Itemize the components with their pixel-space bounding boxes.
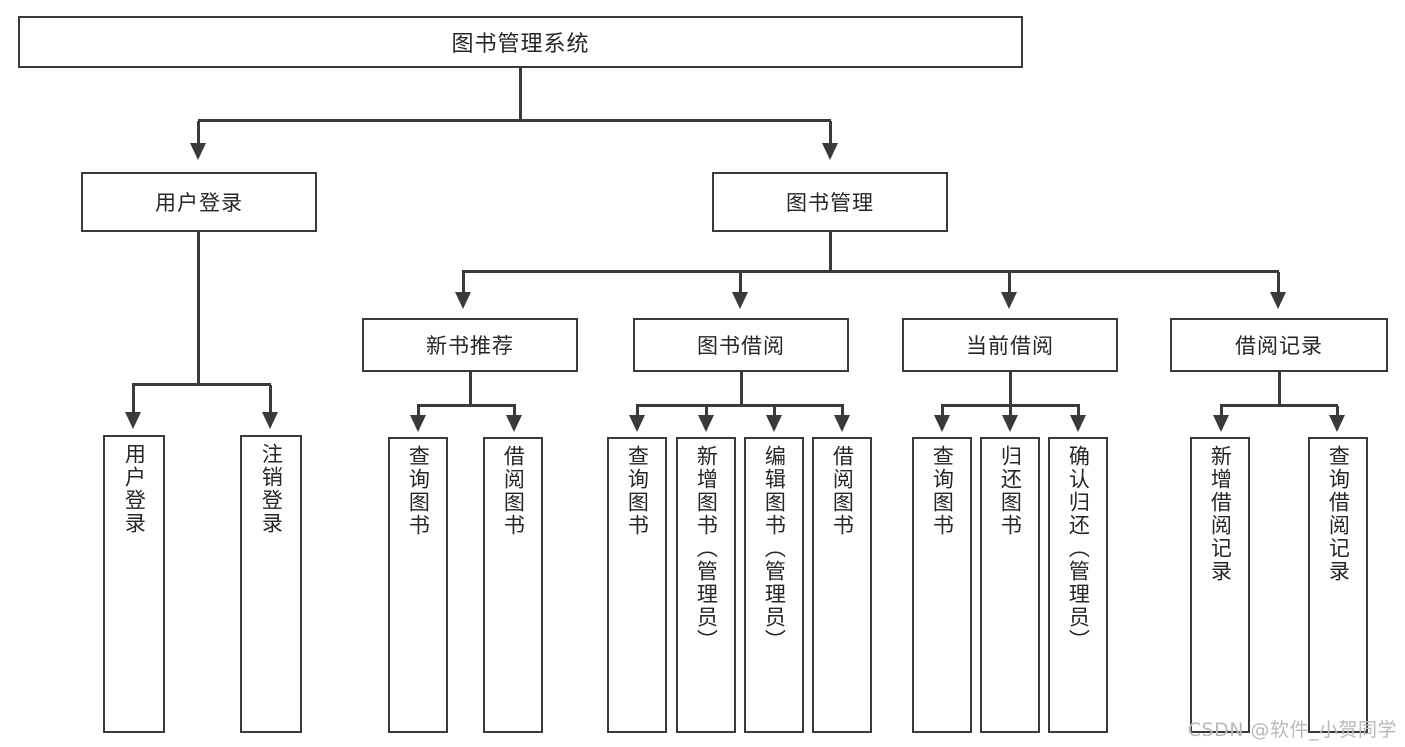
leaf-label: 新增借阅记录 xyxy=(1208,445,1233,583)
node-label: 借阅记录 xyxy=(1235,334,1323,358)
leaf-nbr-query-book[interactable]: 查询图书 xyxy=(388,437,448,733)
leaf-br-add-record[interactable]: 新增借阅记录 xyxy=(1190,437,1250,733)
leaf-bb-query-book[interactable]: 查询图书 xyxy=(607,437,667,733)
leaf-label: 借阅图书 xyxy=(830,445,855,537)
node-book-borrow[interactable]: 图书借阅 xyxy=(633,318,849,372)
node-label: 图书管理 xyxy=(786,191,874,215)
connector-user-login-to-leaf-1 xyxy=(132,385,135,413)
connector-root-to-user-login xyxy=(197,121,200,146)
connector-br-leaf-2 xyxy=(1336,406,1339,418)
connector-book-borrow-stem xyxy=(740,372,743,406)
arrowhead-cb-leaf-3 xyxy=(1070,415,1086,432)
arrowhead-bb-leaf-2 xyxy=(698,415,714,432)
connector-bb-leaf-4 xyxy=(841,406,844,418)
arrowhead-current-borrow xyxy=(1001,292,1017,309)
arrowhead-bb-leaf-4 xyxy=(834,415,850,432)
node-label: 用户登录 xyxy=(155,191,243,215)
connector-nbr-leaf-1 xyxy=(417,406,420,418)
connector-borrow-records-stem xyxy=(1278,372,1281,406)
arrowhead-root-to-book-management xyxy=(822,143,838,160)
leaf-label: 查询借阅记录 xyxy=(1326,445,1351,583)
leaf-label: 注销登录 xyxy=(259,443,284,535)
arrowhead-cb-leaf-2 xyxy=(1002,415,1018,432)
connector-user-login-to-leaf-2 xyxy=(269,385,272,413)
connector-borrow-records-bus xyxy=(1220,404,1338,407)
node-label: 图书管理系统 xyxy=(451,32,590,57)
leaf-label: 查询图书 xyxy=(930,445,955,537)
arrowhead-book-borrow xyxy=(732,292,748,309)
leaf-bb-borrow-book[interactable]: 借阅图书 xyxy=(812,437,872,733)
connector-current-borrow-stem xyxy=(1009,372,1012,406)
arrowhead-br-leaf-1 xyxy=(1213,415,1229,432)
connector-user-login-stem xyxy=(197,232,200,385)
leaf-br-query-record[interactable]: 查询借阅记录 xyxy=(1308,437,1368,733)
arrowhead-user-login-leaf-1 xyxy=(125,412,141,429)
leaf-label: 借阅图书 xyxy=(501,445,526,537)
connector-bb-leaf-3 xyxy=(773,406,776,418)
connector-nbr-leaf-2 xyxy=(513,406,516,418)
connector-book-borrow-bus xyxy=(636,404,844,407)
leaf-bb-add-book-admin[interactable]: 新增图书（管理员） xyxy=(676,437,736,733)
connector-user-login-bus xyxy=(132,383,271,386)
leaf-label: 确认归还（管理员） xyxy=(1066,445,1091,652)
node-label: 当前借阅 xyxy=(966,334,1054,358)
node-label: 新书推荐 xyxy=(426,334,514,358)
leaf-cb-confirm-return-admin[interactable]: 确认归还（管理员） xyxy=(1048,437,1108,733)
connector-root-to-book-management xyxy=(829,121,832,146)
connector-root-bus xyxy=(198,119,831,122)
arrowhead-cb-leaf-1 xyxy=(934,415,950,432)
connector-new-book-recommend-bus xyxy=(417,404,516,407)
leaf-cb-query-book[interactable]: 查询图书 xyxy=(912,437,972,733)
arrowhead-new-book-recommend xyxy=(455,292,471,309)
arrowhead-br-leaf-2 xyxy=(1329,415,1345,432)
arrowhead-borrow-records xyxy=(1270,292,1286,309)
connector-new-book-recommend-stem xyxy=(469,372,472,406)
leaf-label: 查询图书 xyxy=(406,445,431,537)
connector-root-stem xyxy=(519,68,522,121)
node-new-book-recommend[interactable]: 新书推荐 xyxy=(362,318,578,372)
leaf-label: 查询图书 xyxy=(625,445,650,537)
connector-bb-leaf-2 xyxy=(705,406,708,418)
connector-to-new-book-recommend xyxy=(462,272,465,294)
leaf-label: 编辑图书（管理员） xyxy=(762,445,787,652)
connector-cb-leaf-3 xyxy=(1077,406,1080,418)
connector-bb-leaf-1 xyxy=(636,406,639,418)
leaf-label: 新增图书（管理员） xyxy=(694,445,719,652)
leaf-cb-return-book[interactable]: 归还图书 xyxy=(980,437,1040,733)
arrowhead-bb-leaf-1 xyxy=(629,415,645,432)
node-book-management[interactable]: 图书管理 xyxy=(712,172,948,232)
connector-book-management-stem xyxy=(829,232,832,272)
leaf-label: 归还图书 xyxy=(998,445,1023,537)
arrowhead-nbr-leaf-1 xyxy=(410,415,426,432)
leaf-user-login[interactable]: 用户登录 xyxy=(103,435,165,733)
leaf-bb-edit-book-admin[interactable]: 编辑图书（管理员） xyxy=(744,437,804,733)
arrowhead-root-to-user-login xyxy=(190,143,206,160)
connector-br-leaf-1 xyxy=(1220,406,1223,418)
node-root-book-management-system[interactable]: 图书管理系统 xyxy=(18,16,1023,68)
node-user-login[interactable]: 用户登录 xyxy=(81,172,317,232)
leaf-label: 用户登录 xyxy=(122,443,147,535)
connector-cb-leaf-2 xyxy=(1009,406,1012,418)
node-label: 图书借阅 xyxy=(697,334,785,358)
connector-to-book-borrow xyxy=(739,272,742,294)
connector-cb-leaf-1 xyxy=(941,406,944,418)
connector-current-borrow-bus xyxy=(941,404,1080,407)
connector-level3-bus xyxy=(462,270,1279,273)
arrowhead-bb-leaf-3 xyxy=(766,415,782,432)
leaf-nbr-borrow-book[interactable]: 借阅图书 xyxy=(483,437,543,733)
leaf-logout[interactable]: 注销登录 xyxy=(240,435,302,733)
connector-to-borrow-records xyxy=(1277,272,1280,294)
connector-to-current-borrow xyxy=(1008,272,1011,294)
arrowhead-nbr-leaf-2 xyxy=(506,415,522,432)
node-borrow-records[interactable]: 借阅记录 xyxy=(1170,318,1388,372)
node-current-borrow[interactable]: 当前借阅 xyxy=(902,318,1118,372)
arrowhead-user-login-leaf-2 xyxy=(262,412,278,429)
